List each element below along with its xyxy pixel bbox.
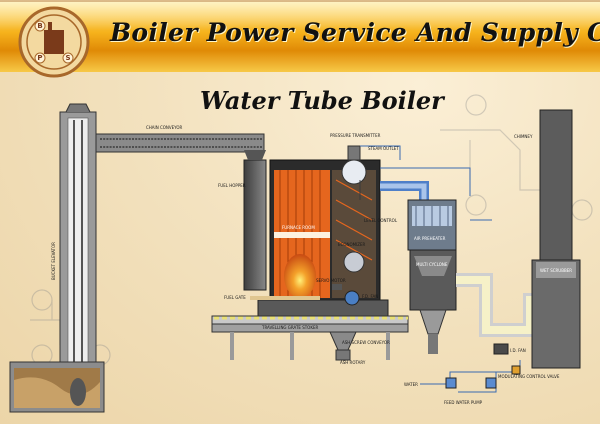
id-fan: I.D. FAN xyxy=(493,343,526,355)
fd-fan-label: F.D. FAN xyxy=(362,294,378,299)
bucket-elevator: BUCKET ELEVATOR xyxy=(51,103,97,363)
fuel-hopper-label: FUEL HOPPER xyxy=(218,183,246,188)
travelling-grate-label: TRAVELLING GRATE STOKER xyxy=(261,325,318,330)
logo-letter-b: B xyxy=(37,22,42,30)
logo-letter-s: S xyxy=(65,54,70,62)
furnace-room: FURNACE ROOM xyxy=(250,170,330,300)
chimney-label: CHIMNEY xyxy=(514,134,533,139)
chain-conveyor: CHAIN CONVEYOR xyxy=(95,125,265,153)
wet-scrubber: WET SCRUBBER CHIMNEY xyxy=(514,109,581,369)
tube-bank: ECONOMIZER PRESSURE TRANSMITTER STEAM OU… xyxy=(330,133,399,298)
fd-fan: F.D. FAN SERVO MOTOR xyxy=(316,278,378,306)
ash-hopper: ASH SCREW CONVEYOR ASH ROTARY xyxy=(329,331,390,365)
air-preheater-label: AIR PREHEATER xyxy=(414,236,446,241)
company-name: Boiler Power Service And Supply Co.,Ltd. xyxy=(110,18,600,47)
id-fan-label: I.D. FAN xyxy=(510,348,526,353)
ash-screw-label: ASH SCREW CONVEYOR xyxy=(342,340,390,345)
servo-motor-label: SERVO MOTOR xyxy=(316,278,346,283)
multi-cyclone: MULTI CYCLONE xyxy=(409,249,457,354)
fuel-pit xyxy=(9,361,105,413)
furnace-room-label: FURNACE ROOM xyxy=(282,225,315,230)
fuel-gate-label: FUEL GATE xyxy=(224,295,246,300)
header-banner: Boiler Power Service And Supply Co.,Ltd. xyxy=(0,0,600,72)
air-preheater: AIR PREHEATER xyxy=(407,199,457,251)
pressure-transmitter-label: PRESSURE TRANSMITTER xyxy=(330,133,381,138)
modulating-valve-label: MODULATING CONTROL VALVE xyxy=(498,374,560,379)
chain-conveyor-label: CHAIN CONVEYOR xyxy=(146,125,183,130)
page-title: Water Tube Boiler xyxy=(200,86,444,115)
ash-rotary-label: ASH ROTARY xyxy=(340,360,366,365)
economizer-label: ECONOMIZER xyxy=(338,242,366,247)
logo-letter-p: P xyxy=(37,54,42,62)
feed-water-pump-label: FEED WATER PUMP xyxy=(444,400,483,405)
company-logo: B P S xyxy=(18,6,90,78)
banner-shine xyxy=(0,0,600,30)
flue-duct xyxy=(359,180,429,206)
water-label: WATER xyxy=(404,382,418,387)
wet-scrubber-label: WET SCRUBBER xyxy=(540,268,572,273)
level-control-label: LEVEL CONTROL xyxy=(364,218,398,223)
multi-cyclone-label: MULTI CYCLONE xyxy=(416,262,448,267)
fuel-hopper: FUEL HOPPER xyxy=(218,150,267,291)
feed-water-system: WATER FEED WATER PUMP MODULATING CONTROL… xyxy=(364,218,560,405)
steam-outlet-label: STEAM OUTLET xyxy=(368,146,399,151)
bucket-elevator-label: BUCKET ELEVATOR xyxy=(51,242,56,280)
